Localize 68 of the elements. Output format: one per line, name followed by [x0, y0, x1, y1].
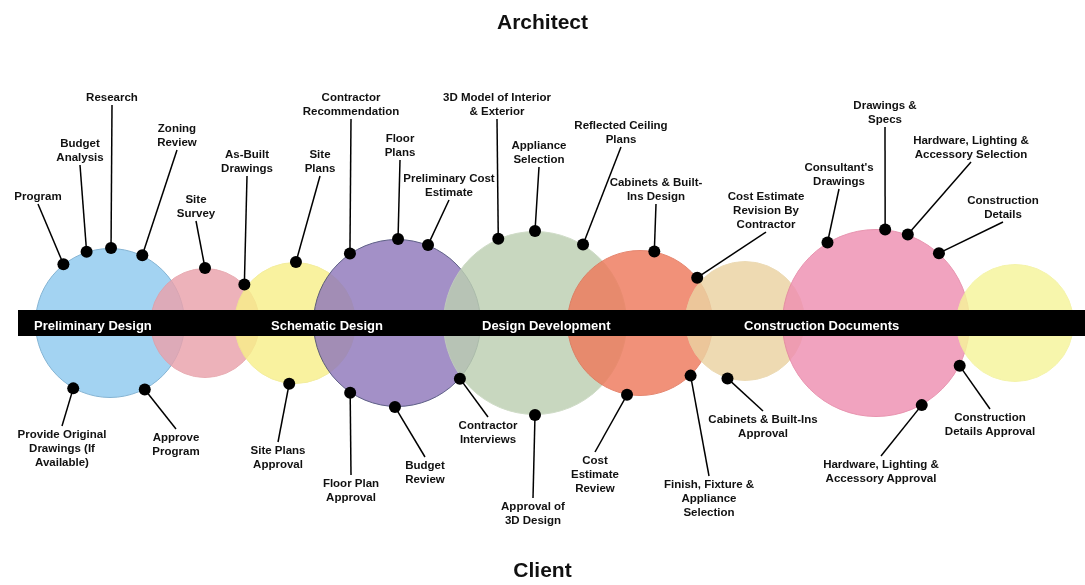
task-label: Reflected Ceiling Plans: [573, 118, 669, 146]
leader-line: [289, 175, 321, 268]
task-label: As-Built Drawings: [216, 147, 278, 175]
leader-line: [61, 382, 80, 427]
phase-label: Construction Documents: [744, 318, 900, 333]
task-label: Budget Review: [398, 458, 452, 486]
task-label: Contractor Interviews: [450, 418, 526, 446]
task-label: Drawings & Specs: [847, 98, 923, 126]
leader-line: [880, 399, 928, 457]
task-label: Appliance Selection: [504, 138, 574, 166]
leader-line: [691, 231, 767, 284]
leader-line: [136, 149, 178, 262]
leader-line: [648, 203, 661, 258]
task-label: Hardware, Lighting & Accessory Selection: [896, 133, 1046, 161]
leader-line: [105, 104, 118, 254]
leader-line: [195, 220, 211, 274]
leader-line: [238, 175, 251, 291]
task-label: Construction Details: [961, 193, 1045, 221]
task-label: Site Plans: [300, 147, 340, 175]
task-label: Site Plans Approval: [242, 443, 314, 471]
leader-line: [392, 159, 405, 245]
leader-line: [277, 377, 296, 443]
leader-line: [901, 161, 972, 241]
task-label: Approval of 3D Design: [494, 499, 572, 527]
leader-line: [37, 203, 70, 271]
task-label: Research: [77, 90, 147, 104]
side-heading: Client: [513, 558, 572, 582]
task-label: Approve Program: [145, 430, 207, 458]
task-label: Consultant's Drawings: [798, 160, 880, 188]
side-heading: Architect: [497, 10, 588, 34]
leader-line: [721, 372, 764, 412]
phase-label: Schematic Design: [271, 318, 383, 333]
leader-line: [953, 359, 991, 410]
leader-line: [932, 221, 1004, 260]
leader-line: [594, 388, 634, 453]
task-label: Cabinets & Built-Ins Approval: [700, 412, 826, 440]
leader-line: [344, 386, 357, 476]
leader-line: [577, 146, 622, 251]
task-label: Floor Plans: [380, 131, 420, 159]
task-label: Construction Details Approval: [934, 410, 1046, 438]
task-label: Cabinets & Built-Ins Design: [604, 175, 708, 203]
task-label: Zoning Review: [148, 121, 206, 149]
task-label: 3D Model of Interior & Exterior: [441, 90, 553, 118]
task-label: Program: [8, 189, 68, 203]
task-label: Budget Analysis: [49, 136, 111, 164]
phase-label: Preliminary Design: [34, 318, 152, 333]
leader-line: [821, 188, 840, 249]
leader-line: [138, 383, 177, 430]
leader-line: [684, 369, 710, 477]
task-label: Floor Plan Approval: [316, 476, 386, 504]
task-label: Finish, Fixture & Appliance Selection: [657, 477, 761, 519]
leader-line: [529, 409, 541, 499]
leader-line: [388, 401, 426, 458]
task-label: Cost Estimate Review: [557, 453, 633, 495]
phase-label: Design Development: [482, 318, 611, 333]
task-label: Provide Original Drawings (If Available): [6, 427, 118, 469]
task-label: Site Survey: [174, 192, 218, 220]
leader-line: [453, 372, 489, 418]
leader-line: [492, 118, 505, 245]
leader-line: [879, 126, 892, 236]
task-label: Cost Estimate Revision By Contractor: [719, 189, 813, 231]
task-label: Contractor Recommendation: [291, 90, 411, 118]
task-label: Preliminary Cost Estimate: [403, 171, 495, 199]
leader-line: [79, 164, 93, 258]
leader-line: [529, 166, 541, 237]
leader-line: [422, 199, 450, 251]
task-label: Hardware, Lighting & Accessory Approval: [810, 457, 952, 485]
leader-line: [343, 118, 356, 260]
